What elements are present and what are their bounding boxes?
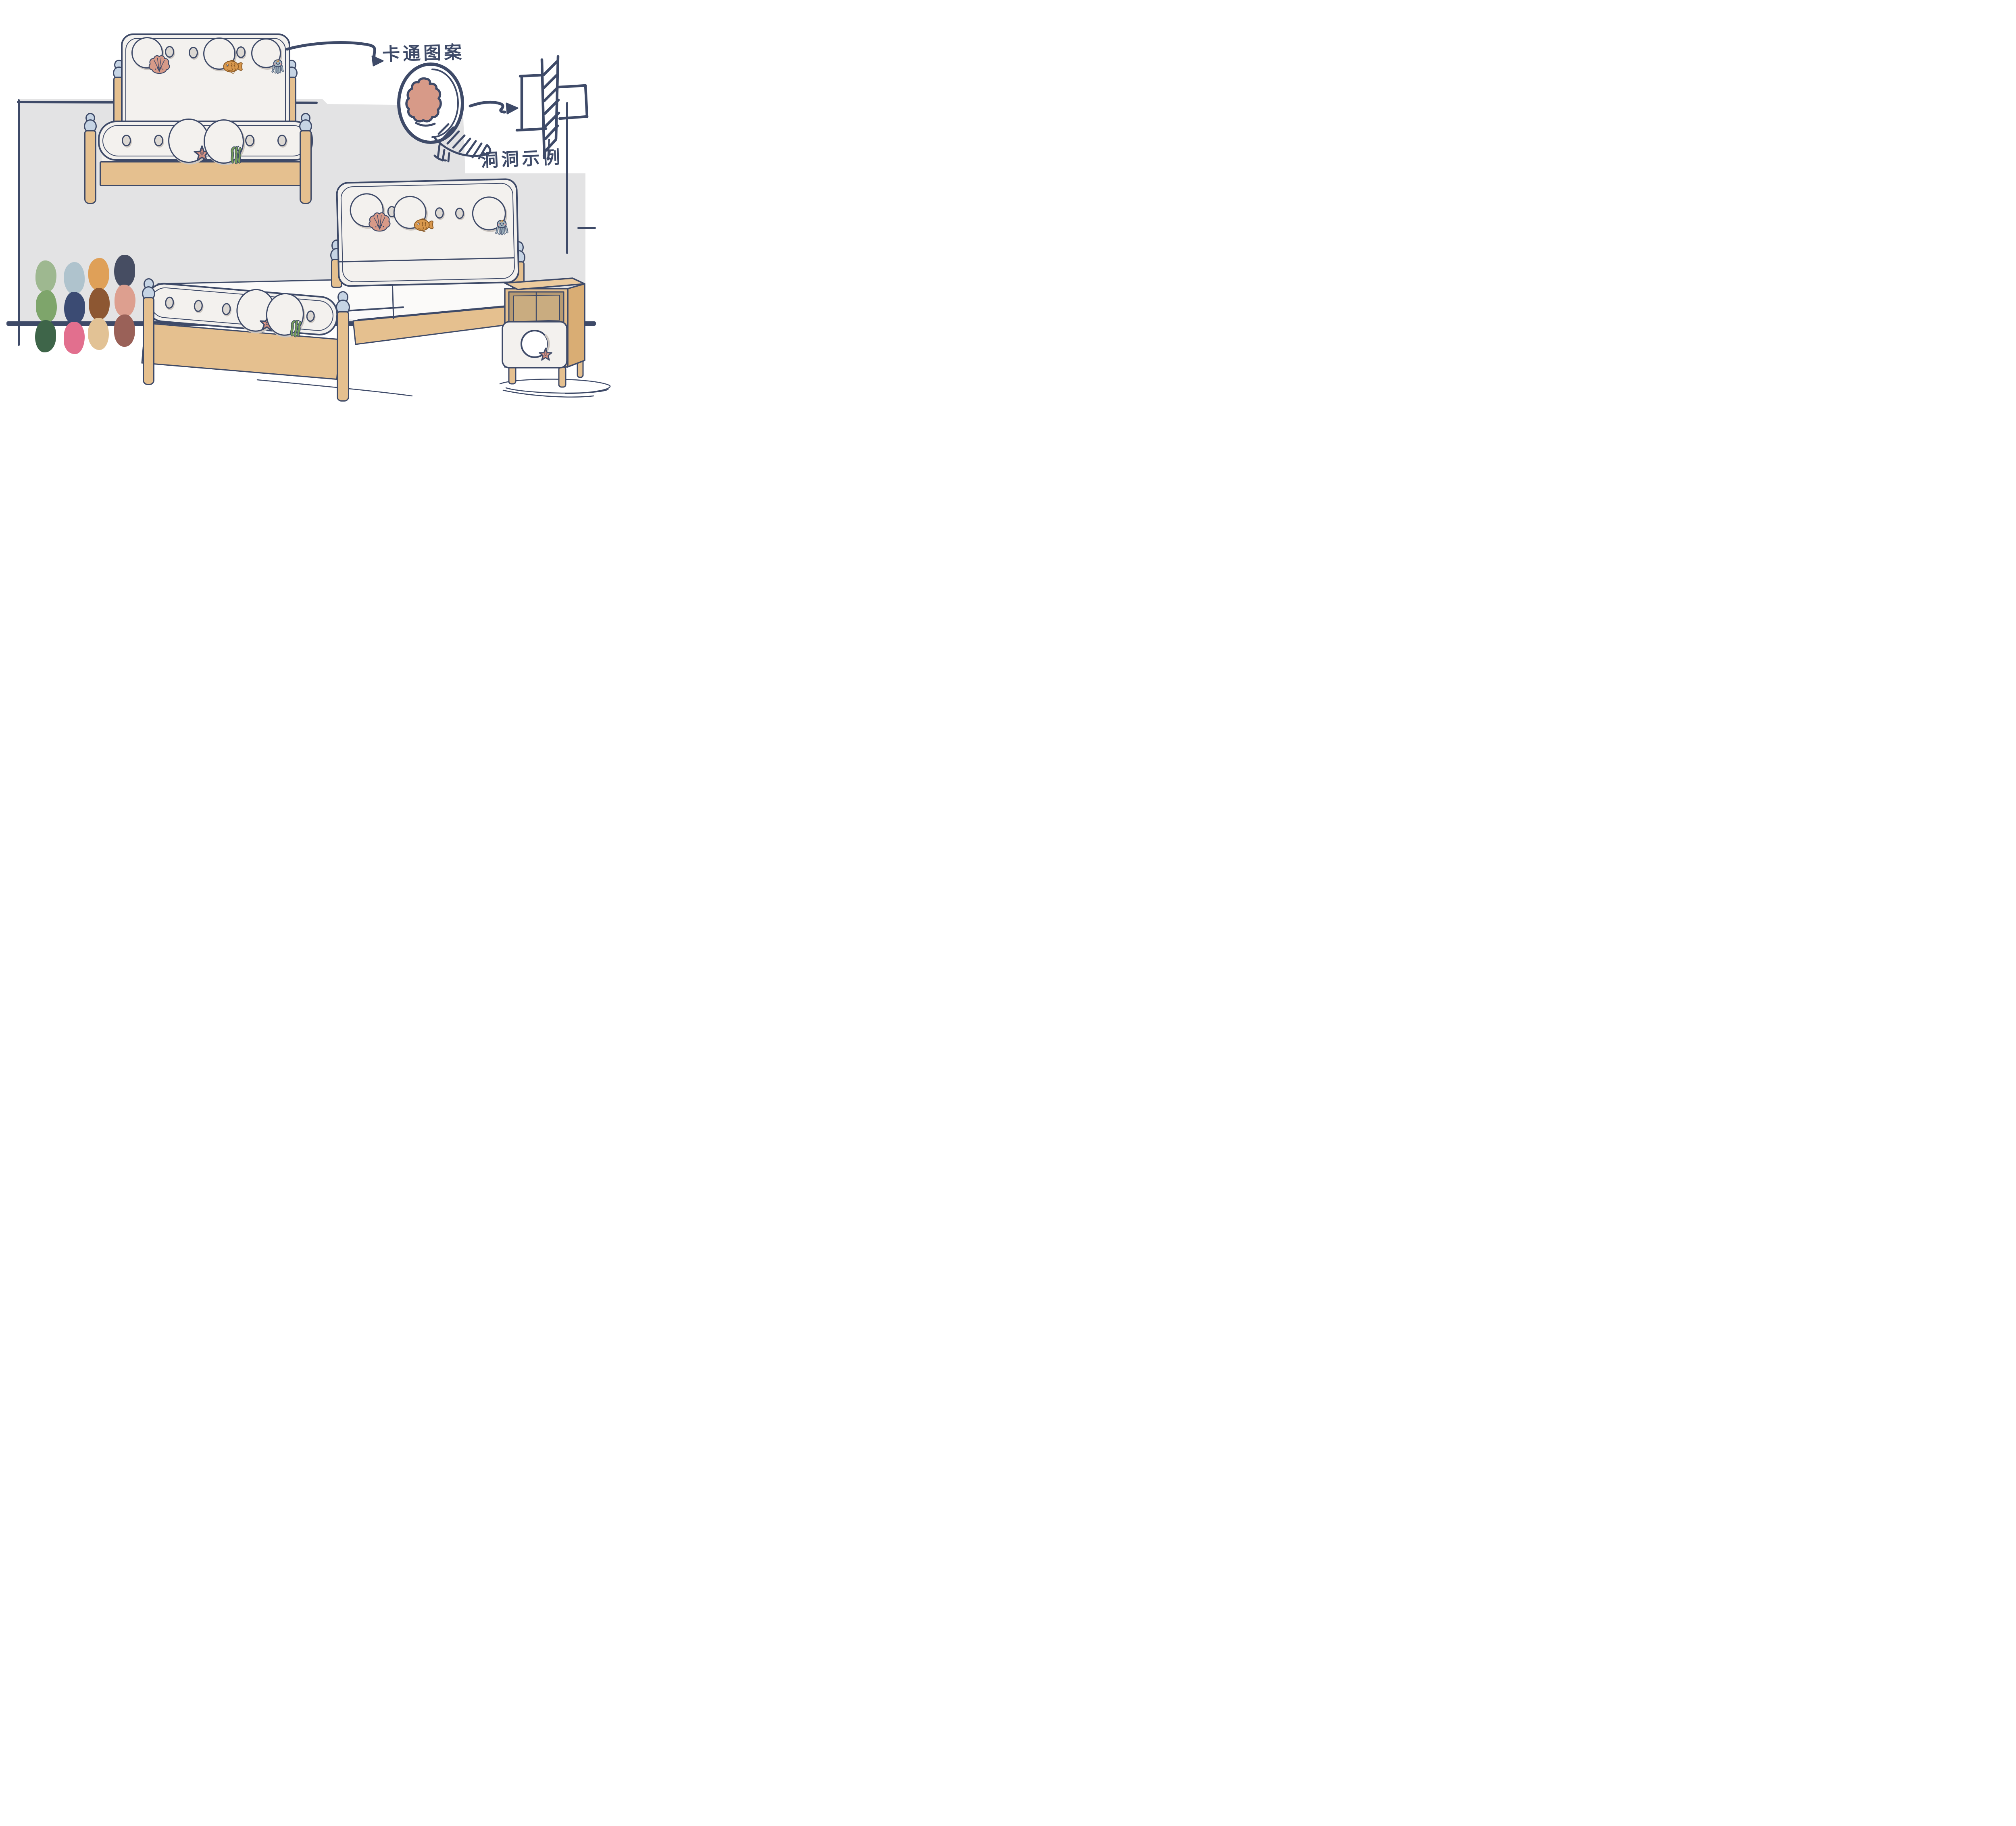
nightstand-cubby [508, 291, 564, 326]
hole-example-label: 洞洞示例 [480, 147, 564, 171]
palette-swatch [36, 290, 57, 323]
detail-rim-line [431, 69, 459, 138]
medallion-fish [203, 37, 235, 70]
cartoon-pattern-label: 卡通图案 [382, 42, 465, 65]
medallion-octopus [251, 38, 281, 68]
peg-hole [245, 135, 254, 146]
peg-hole [122, 135, 131, 146]
bed-leg [300, 130, 312, 204]
peg-hole [154, 135, 163, 146]
shell-plug [405, 77, 442, 123]
arrow-icon [469, 100, 519, 115]
palette-swatch [35, 320, 56, 352]
palette-swatch [88, 318, 109, 350]
frame-line-left [18, 99, 20, 346]
mattress-front-edge [357, 304, 519, 321]
palette-swatch [64, 322, 85, 354]
palette-swatch [114, 255, 135, 287]
palette-swatch [64, 262, 85, 294]
nightstand [499, 277, 611, 398]
nightstand-drawer [502, 321, 568, 369]
footboard-stretcher [100, 161, 312, 186]
peg-hole [165, 46, 174, 58]
peg-hole [236, 46, 246, 58]
bed-leg [143, 297, 154, 385]
palette-swatch [64, 292, 85, 324]
design-sketch-canvas: 卡通图案 洞洞示例 [0, 0, 621, 402]
palette-swatch [114, 314, 135, 347]
nightstand-top [504, 277, 585, 290]
mount-box-left [519, 73, 545, 78]
wall-section-diagram [515, 55, 589, 160]
palette-swatch [115, 285, 135, 317]
bed-leg [337, 311, 349, 402]
medallion-seaweed [204, 119, 244, 164]
palette-swatch [88, 258, 109, 290]
frame-line-right-short [577, 227, 596, 229]
medallion-shell [131, 37, 163, 69]
peg-hole [189, 47, 198, 58]
palette-swatch [35, 260, 56, 293]
palette-swatch [89, 288, 110, 320]
bed-support-leg [392, 279, 394, 319]
medallion-starfish [168, 119, 209, 163]
bed-leg [84, 130, 96, 204]
hatch-shading [433, 123, 492, 162]
floor-line [256, 379, 413, 397]
callout-layer [285, 41, 589, 162]
hole-detail-callout [397, 62, 464, 144]
mount-box-right [557, 84, 587, 89]
panel-edge-right [554, 55, 560, 140]
mattress-shadow-line [339, 306, 404, 312]
arrow-icon [285, 41, 384, 67]
nightstand-shadow-scribble [499, 379, 611, 398]
peg-hole [277, 135, 287, 146]
frame-line-right [566, 102, 568, 254]
